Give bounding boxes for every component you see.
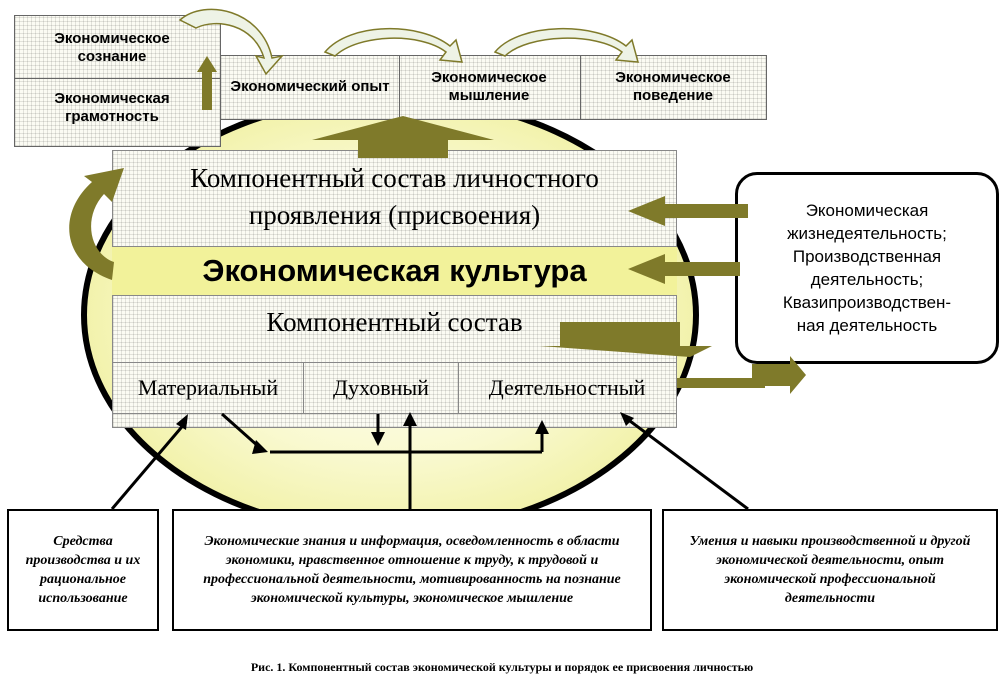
top-table <box>14 15 221 147</box>
component-composition-title: Компонентный состав <box>266 307 523 337</box>
callout-line: жизнедеятельность; <box>787 224 947 243</box>
callout-line: Квазипроизводствен- <box>782 293 952 312</box>
figure-caption: Рис. 1. Компонентный состав экономическо… <box>250 660 754 674</box>
callout-line: деятельность; <box>810 270 924 289</box>
callout-line: Производственная <box>792 247 942 266</box>
components-row <box>112 362 677 414</box>
curved-arrow-experience-to-thinking <box>323 27 464 63</box>
material-component: Материальный <box>137 375 279 400</box>
component-sep-1 <box>303 362 304 414</box>
spiritual-component: Духовный <box>333 375 429 400</box>
economic-experience-cell: Экономический опыт <box>230 78 390 95</box>
top-table-sep-1 <box>399 55 400 120</box>
top-table-divider <box>14 78 221 79</box>
callout-line: Экономическая <box>805 201 929 220</box>
culture-band <box>112 246 677 296</box>
economic-behavior-cell: Экономическое поведение <box>615 69 731 104</box>
top-table-right <box>221 55 767 120</box>
callout-line: ная деятельность <box>796 316 938 335</box>
top-table-sep-2 <box>580 55 581 120</box>
component-tree-arrowheads <box>176 412 634 454</box>
personal-composition-title: Компонентный состав личностного проявлен… <box>190 163 599 230</box>
arrow-up-literacy-to-consciousness <box>197 56 217 110</box>
economic-thinking-cell: Экономическое мышление <box>431 69 547 104</box>
means-of-production-box: Средства производства и их рациональное … <box>7 509 159 631</box>
arrow-callout-to-personal <box>628 196 748 226</box>
component-tree-lines <box>110 412 749 511</box>
arrow-component-down-right <box>540 322 712 357</box>
curved-arrow-thinking-to-behavior <box>493 27 640 63</box>
economic-culture-title: Экономическая культура <box>202 253 587 288</box>
skills-box: Умения и навыки производственной и друго… <box>662 509 998 631</box>
arrow-callout-to-culture <box>628 254 740 284</box>
economic-literacy-cell: Экономическая грамотность <box>54 90 170 125</box>
component-sep-2 <box>458 362 459 414</box>
arrow-activity-to-callout <box>677 378 765 388</box>
arrow-activity-to-callout-head <box>752 356 806 394</box>
activity-callout: Экономическая жизнедеятельность; Произво… <box>735 172 999 364</box>
arrow-up-panel-to-table <box>312 116 494 158</box>
activity-component: Деятельностный <box>488 375 646 400</box>
curved-arrow-left-loop <box>69 168 124 280</box>
economic-consciousness-cell: Экономическое сознание <box>54 30 170 65</box>
curved-arrow-literacy-to-experience <box>178 8 285 76</box>
economic-knowledge-box: Экономические знания и информация, освед… <box>172 509 652 631</box>
